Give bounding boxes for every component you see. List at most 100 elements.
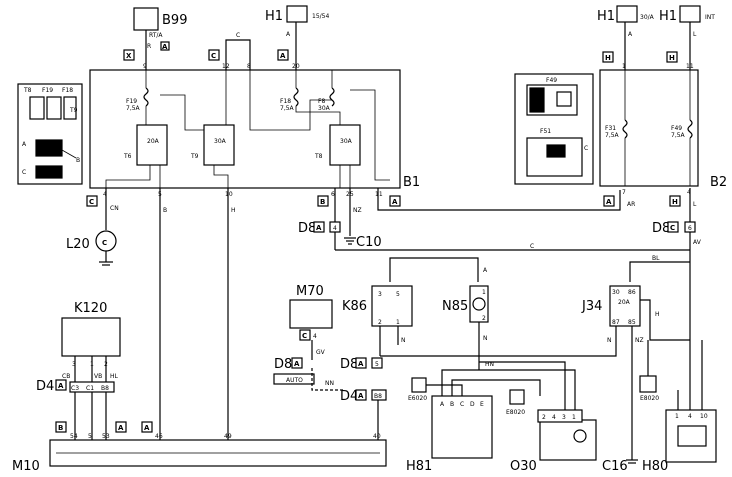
wire-ar: AR: [627, 201, 635, 208]
fuse-f49-rating: 7,5A: [671, 132, 686, 139]
n85-pin-2: 2: [482, 315, 486, 322]
b99-label: B99: [162, 13, 187, 28]
h1-top-tag: 15/54: [312, 13, 329, 20]
m10-pin-40: 40: [373, 433, 381, 440]
insert-label-c: C: [22, 169, 26, 176]
k86-relay: [371, 285, 413, 327]
j34-e8020-label: E8020: [640, 395, 659, 402]
o30-e8020-label: E8020: [506, 409, 525, 416]
h1-right-tag-2: INT: [705, 14, 715, 21]
o30-pin-3: 3: [562, 414, 566, 421]
o30-pin-1: 1: [572, 414, 576, 421]
k86-pin-5: 5: [396, 291, 400, 298]
b99-pin-letter: A: [162, 43, 168, 51]
b1-conn-a-top: A: [280, 52, 286, 60]
wire-l-b2: L: [693, 31, 697, 38]
auto-label: AUTO: [286, 377, 303, 384]
h81-pin-e: E: [480, 401, 484, 408]
m70-conn: C: [302, 332, 307, 340]
wire-a-b2: A: [628, 31, 633, 38]
insert-label-b: B: [76, 157, 80, 164]
d8-m70-conn: A: [294, 360, 300, 368]
h81-label: H81: [406, 459, 432, 474]
wire-n-j34: N: [607, 337, 612, 344]
k86-pin-1: 1: [396, 319, 400, 326]
wire-a-n85: A: [483, 267, 488, 274]
fuse-f8: [329, 87, 335, 107]
h80-pin-10: 10: [700, 413, 708, 420]
b1-pin-20: 20: [292, 63, 300, 70]
k86-pin-2: 2: [378, 319, 382, 326]
k86-label: K86: [342, 299, 367, 314]
wire-a-h1: A: [286, 31, 291, 38]
insert-f49-label: F49: [546, 77, 557, 84]
fuse-f8-rating: 30A: [318, 105, 331, 112]
relay-t6-label: T6: [123, 153, 132, 160]
insert-label-t8: T8: [23, 87, 32, 94]
b1-conn-a-bottom: A: [392, 198, 398, 206]
fuse-f31-label: F31: [605, 125, 616, 132]
k120-label: K120: [74, 301, 107, 316]
m70-label: M70: [296, 284, 324, 299]
j34-pin-87: 87: [612, 319, 620, 326]
b1-pin-4: 4: [103, 191, 107, 198]
b99-wire-color: R: [147, 43, 151, 50]
h1-right-label-1: H1: [597, 9, 615, 24]
h1-top-switch: [286, 5, 308, 23]
d4-pin-b8: B8: [101, 385, 109, 392]
m10-pin-5: 5: [88, 433, 92, 440]
wire-av: AV: [693, 239, 702, 246]
relay-t8-label: T8: [314, 153, 323, 160]
k86-pin-3: 3: [378, 291, 382, 298]
o30-pin-2: 2: [542, 414, 546, 421]
relay-t9: [203, 124, 235, 166]
b2-pin-4: 4: [687, 189, 691, 196]
l20-label: L20: [66, 237, 90, 252]
d4-pin-c1: C1: [86, 385, 94, 392]
j34-rating: 20A: [618, 299, 631, 306]
wire-bl: BL: [652, 255, 660, 262]
b2-pin-1: 1: [622, 63, 626, 70]
d8-m70-label: D8: [274, 357, 292, 372]
wire-nz-c10: NZ: [353, 207, 362, 214]
o30-label: O30: [510, 459, 537, 474]
h81-e6020-label: E6020: [408, 395, 427, 402]
relay-t9-rating: 30A: [214, 138, 227, 145]
relay-t8-rating: 30A: [340, 138, 353, 145]
d4-k86-conn: A: [358, 392, 364, 400]
relay-t8: [329, 124, 361, 166]
h1-right-switch-1: [616, 5, 638, 23]
m70-module: [289, 299, 333, 329]
d8-k86-label: D8: [340, 357, 358, 372]
d8-right-conn: C: [670, 224, 675, 232]
m10-pin-54: 54: [70, 433, 78, 440]
fuse-f31-rating: 7,5A: [605, 132, 620, 139]
wire-cb: CB: [62, 373, 70, 380]
j34-label: J34: [581, 299, 602, 314]
b99-relay-label: RT/A: [149, 32, 163, 39]
m10-conn-b: B: [58, 424, 63, 432]
wire-gv: GV: [316, 349, 326, 356]
insert-label-t9: T9: [69, 107, 78, 114]
d8-left-conn: A: [316, 224, 322, 232]
insert-label-a: A: [22, 141, 27, 148]
b1-pin-12: 12: [222, 63, 230, 70]
wire-n-k86: N: [401, 337, 406, 344]
d4-pin-c3: C3: [71, 385, 79, 392]
k120-sensor: [61, 317, 121, 357]
wire-l-b2-bottom: L: [693, 201, 697, 208]
n85-label: N85: [442, 299, 468, 314]
wire-vb: VB: [94, 373, 102, 380]
h80-pin-1: 1: [675, 413, 679, 420]
d8-right-pin: 6: [688, 225, 692, 232]
insert-c-label: C: [584, 145, 588, 152]
b2-pin-7: 7: [622, 189, 626, 196]
o30-module: [539, 419, 597, 461]
n85-pin-1: 1: [482, 289, 486, 296]
m10-conn-a-1: A: [118, 424, 124, 432]
fuse-f18: [293, 87, 299, 107]
h1-top-label: H1: [265, 9, 283, 24]
relay-t9-label: T9: [190, 153, 199, 160]
insert-f51-label: F51: [540, 128, 551, 135]
